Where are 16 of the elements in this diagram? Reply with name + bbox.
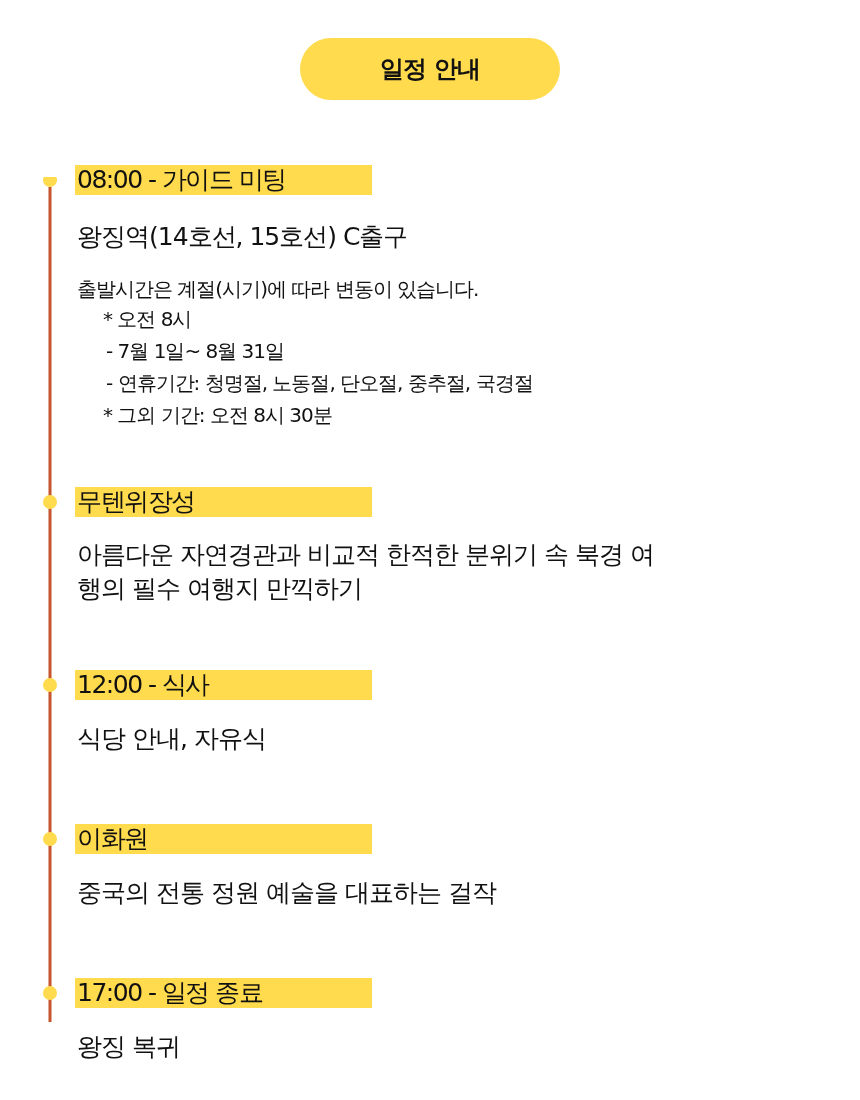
- note-text: - 연휴기간: 청명절, 노동절, 단오절, 중추절, 국경절: [106, 370, 533, 397]
- schedule-heading: 08:00 - 가이드 미팅: [75, 165, 372, 195]
- schedule-heading: 12:00 - 식사: [75, 670, 372, 700]
- note-text: * 그외 기간: 오전 8시 30분: [103, 402, 332, 429]
- description-text: 식당 안내, 자유식: [77, 723, 267, 755]
- note-text: * 오전 8시: [103, 306, 192, 333]
- schedule-heading: 17:00 - 일정 종료: [75, 978, 372, 1008]
- schedule-heading: 무텐위장성: [75, 487, 372, 517]
- description-text: 중국의 전통 정원 예술을 대표하는 걸작: [77, 877, 498, 909]
- description-text: 왕징 복귀: [77, 1031, 181, 1063]
- note-text: - 7월 1일~ 8월 31일: [106, 338, 285, 365]
- schedule-heading: 이화원: [75, 824, 372, 854]
- description-text: 왕징역(14호선, 15호선) C출구: [77, 221, 409, 253]
- title-pill: 일정 안내: [300, 38, 560, 100]
- description-text: 아름다운 자연경관과 비교적 한적한 분위기 속 북경 여행의 필수 여행지 만끽하기: [77, 539, 655, 605]
- note-text: 출발시간은 계절(시기)에 따라 변동이 있습니다.: [77, 276, 479, 303]
